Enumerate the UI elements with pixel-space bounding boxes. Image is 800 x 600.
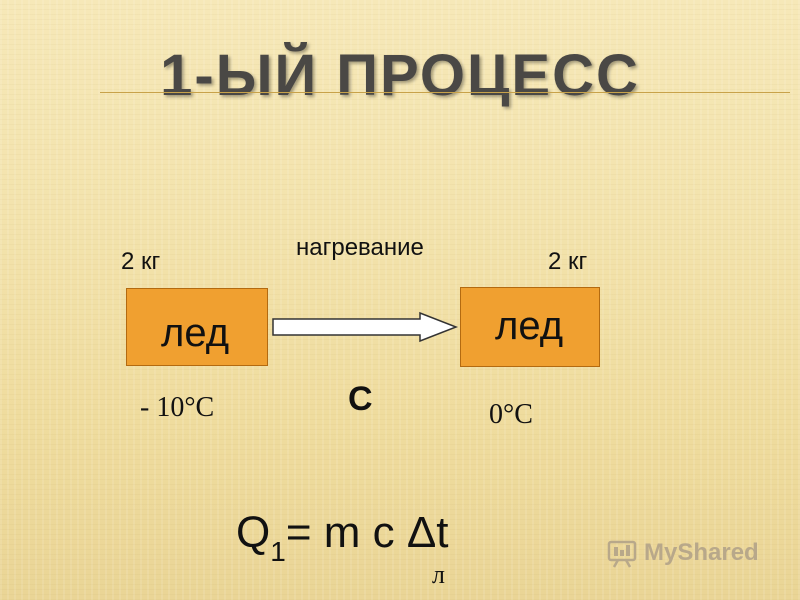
left-ice-label: лед <box>161 311 230 355</box>
slide-title: 1-ЫЙ ПРОЦЕСС <box>160 43 640 108</box>
right-temperature: 0°С <box>489 399 533 430</box>
right-mass-label: 2 кг <box>548 248 588 275</box>
formula-q: Q <box>236 508 271 557</box>
left-temperature: - 10°С <box>140 392 215 423</box>
formula-main: = m c <box>285 508 395 557</box>
process-label: нагревание <box>296 234 424 261</box>
specific-heat-label: С <box>348 380 373 418</box>
formula-delta-t: Δt <box>406 508 449 557</box>
left-mass-label: 2 кг <box>121 248 161 275</box>
watermark: MyShared <box>606 536 766 570</box>
myshared-logo-icon <box>607 540 637 568</box>
left-ice-box: лед <box>126 288 268 366</box>
formula-c-subscript: л <box>432 560 445 589</box>
watermark-text: MyShared <box>644 539 759 566</box>
title-rule <box>100 92 790 93</box>
right-ice-label: лед <box>495 304 564 348</box>
heating-arrow <box>272 311 459 343</box>
heat-formula: Q1= m c Δt <box>236 508 449 567</box>
right-ice-box: лед <box>460 287 600 367</box>
formula-q-subscript: 1 <box>270 536 286 567</box>
